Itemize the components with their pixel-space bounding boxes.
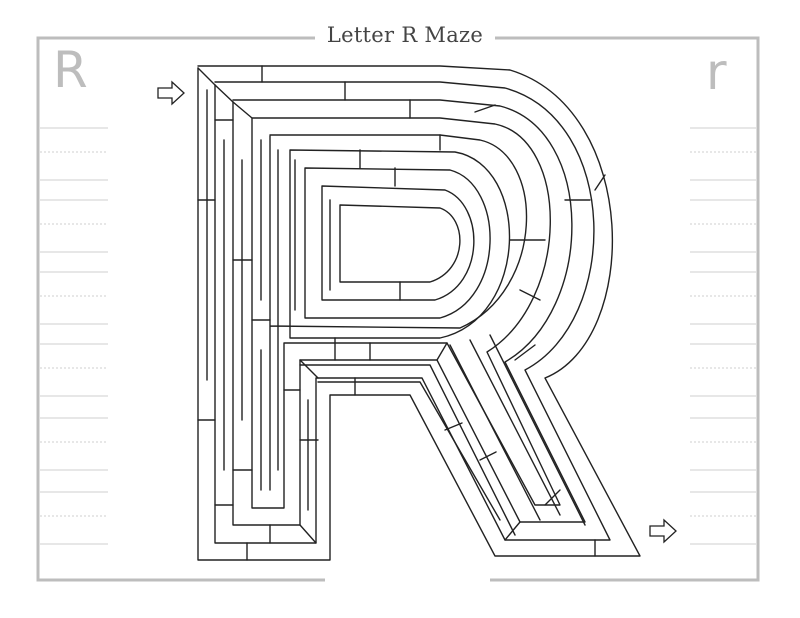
writing-guides-left (40, 127, 108, 545)
maze-cross-walls (197, 65, 606, 561)
maze (197, 65, 641, 561)
maze-leg-ring-4 (469, 339, 561, 516)
maze-leg-ring-1 (299, 364, 516, 536)
maze-bowl-ring-1 (289, 149, 511, 339)
maze-leg-ring-5 (489, 334, 586, 526)
finish-arrow-icon (649, 518, 677, 544)
maze-bevels (197, 67, 521, 544)
maze-ring-4 (269, 134, 528, 491)
worksheet-title: Letter R Maze (315, 20, 495, 50)
maze-bowl-ring-2 (304, 167, 491, 319)
writing-guides-right (690, 127, 756, 545)
lowercase-letter: r (706, 43, 727, 101)
maze-leg-ring-2 (317, 381, 501, 521)
start-arrow-icon (157, 80, 185, 106)
maze-ring-2 (232, 99, 586, 526)
worksheet-border (36, 36, 760, 582)
maze-leg-ring-3 (449, 344, 541, 521)
maze-bowl-ring-3 (321, 185, 475, 301)
maze-bowl-center (339, 204, 461, 283)
uppercase-letter: R (53, 41, 88, 99)
maze-outer-wall (197, 65, 641, 561)
maze-ring-3 (251, 117, 561, 509)
maze-inner-passages (206, 89, 331, 511)
maze-ring-1 (214, 81, 611, 544)
